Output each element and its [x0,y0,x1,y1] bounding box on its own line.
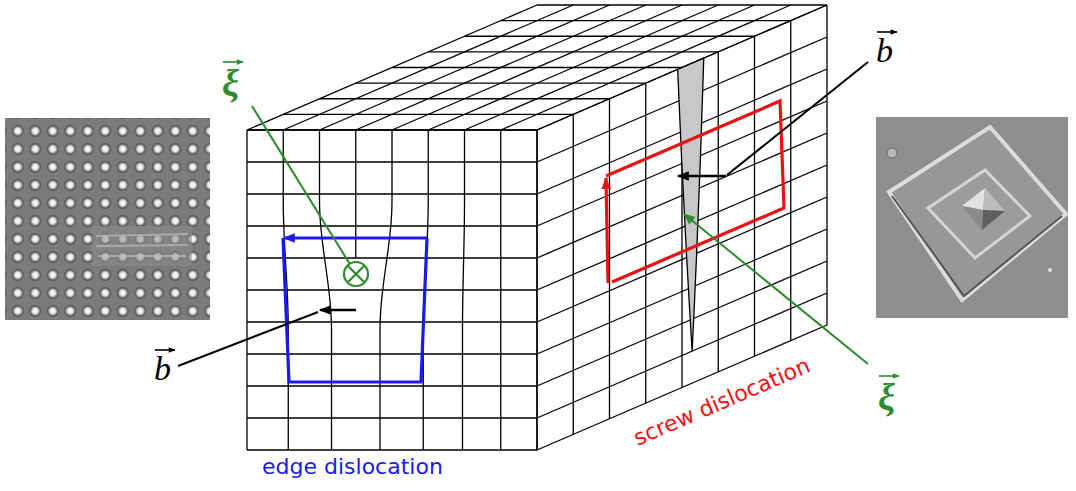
lattice-line [501,20,791,21]
dislocation-caption-box: screw dislocation [631,354,814,449]
burgers-vector-label: b [154,352,171,386]
lattice-image [5,118,210,320]
circuit-arrow [606,178,608,283]
lattice-line [392,67,682,68]
lattice-line [247,417,537,418]
pyramid-face [962,206,983,230]
lattice-line [465,36,755,37]
lattice-line [754,36,755,356]
lattice-line [246,130,247,450]
vector-arrow [155,349,175,351]
lattice-line [536,130,537,450]
line-direction-label: ξ [222,64,239,102]
lattice-line [283,114,573,115]
lattice-line [645,83,646,403]
lattice-line [247,353,537,354]
inner-terrace [928,170,1030,258]
edge-burgers-circuit [178,106,427,382]
burgers-vector [320,309,356,311]
lattice-line [247,449,537,450]
lattice-line [356,82,646,83]
surface-particle [1048,268,1052,272]
circuit-line [283,238,427,382]
line-direction-label-box: ξ [222,64,239,102]
burgers-vector-label-box: b [154,352,171,386]
lattice-line [380,130,392,450]
line-direction-label-box: ξ [878,378,895,416]
dislocation-caption: screw dislocation [631,354,814,449]
line-direction-cross [348,266,365,283]
burgers-vector [678,175,726,177]
lattice-line [463,130,465,450]
leader-line [178,312,318,366]
line-direction-symbol [344,262,368,286]
circuit-line [606,101,784,282]
lattice-line [537,4,827,5]
distortion-region [92,226,192,266]
leader-line [727,62,868,175]
lattice-line [826,5,827,325]
lattice-line [247,289,537,290]
vector-arrows [155,32,899,376]
lattice-line [247,225,537,226]
distortion-streaks [96,234,188,256]
dislocation-caption-box: edge dislocation [262,456,443,478]
lattice-line [428,51,718,52]
lattice-line [790,21,791,341]
dislocation-caption: edge dislocation [262,456,443,478]
lattice-line [320,98,610,99]
growth-terrace [889,127,1066,300]
lattice-line [247,257,537,258]
surface-particle [887,148,897,158]
surface-image [876,117,1068,318]
crystal-lattice [247,5,827,450]
lattice-line [247,385,537,386]
screw-burgers-circuit [606,62,868,364]
lattice-line [718,52,719,372]
vector-arrow [877,31,897,33]
leader-line [252,106,350,264]
pyramid-face [983,188,1005,211]
spiral-photo [876,117,1068,318]
lattice-line [500,130,501,450]
lattice-line [392,5,682,130]
burgers-vector-label: b [876,34,893,68]
line-direction-label: ξ [878,378,895,416]
vector-arrow [223,61,243,63]
lattice-photo [5,118,210,320]
lattice-line [573,114,574,434]
vector-arrow [879,375,899,377]
screw-wedge [678,58,704,351]
pyramid-face [982,210,1005,230]
circuit-arrow [284,236,427,239]
line-direction-arrow [684,214,868,364]
burgers-vector-label-box: b [876,34,893,68]
lattice-line [320,130,332,450]
lattice-line [536,130,537,450]
